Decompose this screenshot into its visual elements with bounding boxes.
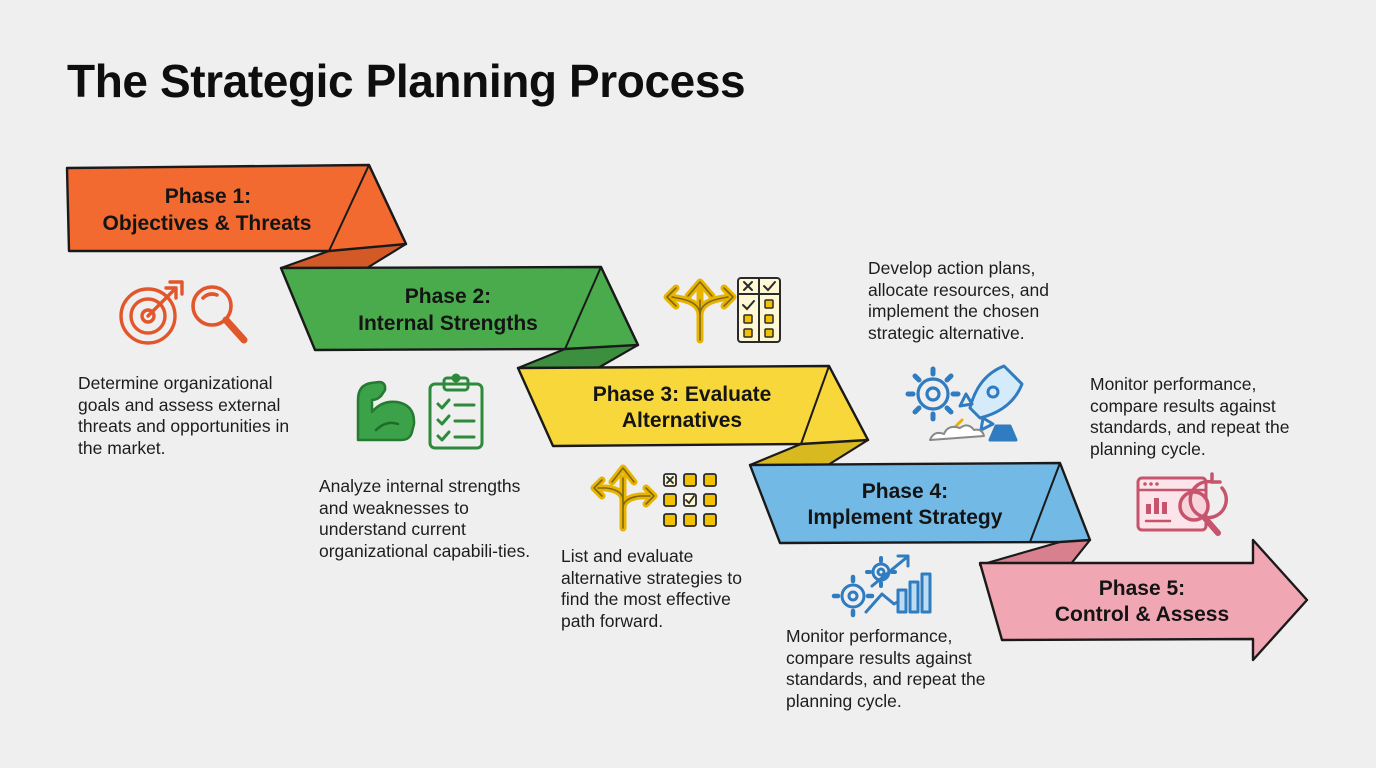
phase-3-band [516, 364, 870, 448]
phase-1-description: Determine organizational goals and asses… [78, 373, 290, 458]
decision-grid-icon [737, 277, 781, 343]
phase-4-label-line1: Phase 4: [862, 480, 948, 503]
phase-5-label-line1: Phase 5: [1099, 577, 1185, 600]
phase-3-label-line1: Phase 3: Evaluate [593, 383, 772, 406]
decision-grid-icon [663, 473, 717, 527]
phase-1-label-line2: Objectives & Threats [103, 212, 312, 235]
page-title: The Strategic Planning Process [67, 55, 746, 107]
phase-2-band [279, 265, 640, 352]
rocket-icon [929, 364, 1024, 442]
target-icon [119, 280, 184, 345]
magnifier-icon [191, 285, 248, 344]
implementation-note: Develop action plans, allocate resources… [868, 258, 1049, 343]
phase-2-description: Analyze internal strengths and weaknesse… [319, 476, 531, 561]
phase-3-description: List and evaluate alternative strategies… [561, 546, 742, 631]
phase-2-label-line1: Phase 2: [405, 285, 491, 308]
phase-2-label-line2: Internal Strengths [358, 312, 538, 335]
gears-icon [905, 366, 961, 422]
split-arrows-icon [590, 464, 658, 532]
phase-1-label-line1: Phase 1: [165, 185, 251, 208]
phase-4-label-line2: Implement Strategy [808, 506, 1003, 529]
control-note: Monitor performance, compare results aga… [1090, 374, 1290, 459]
phase-4-description: Monitor performance, compare results aga… [786, 626, 986, 711]
growth-chart-icon [831, 554, 932, 618]
split-arrows-icon [663, 278, 737, 344]
phase-5-label-line2: Control & Assess [1055, 603, 1229, 626]
phase-4-band [748, 461, 1092, 545]
clipboard-checklist-icon [428, 373, 484, 450]
muscle-arm-icon [356, 380, 416, 442]
phase-5-arrow [978, 538, 1309, 662]
phase-3-label-line2: Alternatives [622, 409, 742, 432]
analytics-dashboard-icon [1136, 472, 1228, 536]
phase-1-band [65, 163, 408, 253]
